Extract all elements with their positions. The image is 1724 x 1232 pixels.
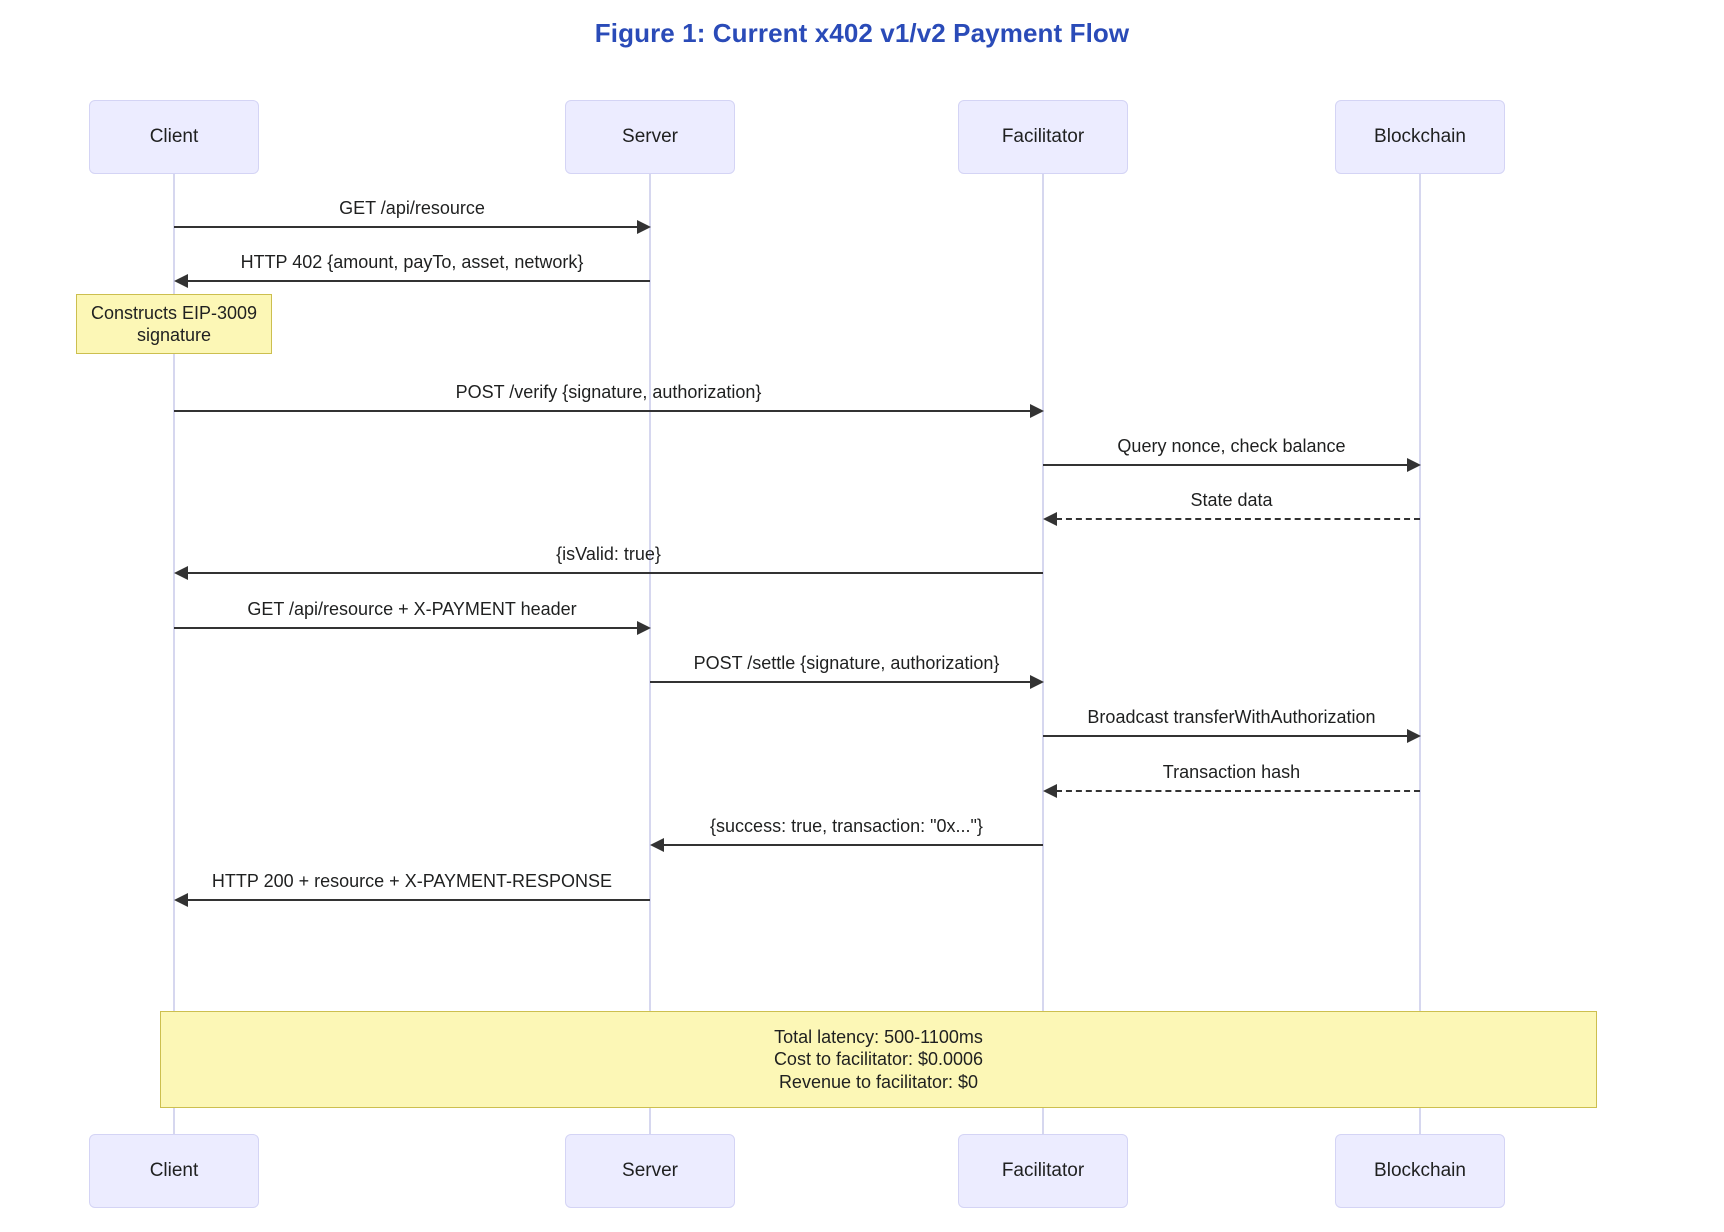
- participant-client-bottom[interactable]: Client: [89, 1134, 259, 1208]
- message-line-m8: [650, 681, 1030, 683]
- participant-label: Server: [622, 1160, 678, 1181]
- arrowhead-m3: [1030, 404, 1044, 418]
- message-line-m11: [663, 844, 1043, 846]
- message-line-m9: [1043, 735, 1407, 737]
- participant-client-top[interactable]: Client: [89, 100, 259, 174]
- participant-label: Server: [622, 126, 678, 147]
- participant-blockchain-top[interactable]: Blockchain: [1335, 100, 1505, 174]
- arrowhead-m12: [174, 893, 188, 907]
- lifeline-facilitator: [1042, 173, 1044, 1135]
- message-label-m5: State data: [1190, 490, 1273, 510]
- arrowhead-m2: [174, 274, 188, 288]
- arrowhead-m11: [650, 838, 664, 852]
- message-label-m6: {isValid: true}: [556, 544, 661, 564]
- message-line-m5: [1056, 518, 1420, 520]
- message-line-m1: [174, 226, 637, 228]
- message-line-m6: [187, 572, 1043, 574]
- participant-label: Blockchain: [1374, 1160, 1466, 1181]
- lifeline-client: [173, 173, 175, 1135]
- message-line-m3: [174, 410, 1030, 412]
- participant-server-top[interactable]: Server: [565, 100, 735, 174]
- participant-label: Client: [149, 126, 199, 147]
- participant-server-bottom[interactable]: Server: [565, 1134, 735, 1208]
- message-label-m1: GET /api/resource: [339, 198, 485, 218]
- message-label-m10: Transaction hash: [1162, 762, 1301, 782]
- message-line-m12: [187, 899, 650, 901]
- page-title: Figure 1: Current x402 v1/v2 Payment Flo…: [594, 18, 1130, 48]
- message-label-m12: HTTP 200 + resource + X-PAYMENT-RESPONSE: [211, 871, 613, 891]
- message-line-m4: [1043, 464, 1407, 466]
- participant-label: Blockchain: [1374, 126, 1466, 147]
- message-label-m7: GET /api/resource + X-PAYMENT header: [247, 599, 577, 619]
- message-label-m9: Broadcast transferWithAuthorization: [1087, 707, 1376, 727]
- arrowhead-m9: [1407, 729, 1421, 743]
- arrowhead-m4: [1407, 458, 1421, 472]
- arrowhead-m5: [1043, 512, 1057, 526]
- note-text-line: Total latency: 500-1100ms: [774, 1026, 983, 1047]
- message-line-m10: [1056, 790, 1420, 792]
- participant-blockchain-bottom[interactable]: Blockchain: [1335, 1134, 1505, 1208]
- note-text-line: Revenue to facilitator: $0: [778, 1071, 979, 1092]
- participant-label: Facilitator: [1001, 1160, 1085, 1181]
- lifeline-blockchain: [1419, 173, 1421, 1135]
- arrowhead-m7: [637, 621, 651, 635]
- participant-label: Facilitator: [1001, 126, 1085, 147]
- note-text-line: Cost to facilitator: $0.0006: [773, 1049, 984, 1070]
- arrowhead-m1: [637, 220, 651, 234]
- message-line-m2: [187, 280, 650, 282]
- note-text-line: signature: [136, 325, 212, 345]
- arrowhead-m10: [1043, 784, 1057, 798]
- note-text-line: Constructs EIP-3009: [90, 302, 258, 323]
- message-line-m7: [174, 627, 637, 629]
- arrowhead-m6: [174, 566, 188, 580]
- message-label-m11: {success: true, transaction: "0x..."}: [710, 816, 983, 836]
- lifeline-server: [649, 173, 651, 1135]
- participant-label: Client: [149, 1160, 199, 1181]
- message-label-m4: Query nonce, check balance: [1117, 436, 1346, 456]
- participant-facilitator-bottom[interactable]: Facilitator: [958, 1134, 1128, 1208]
- message-label-m2: HTTP 402 {amount, payTo, asset, network}: [240, 252, 584, 272]
- participant-facilitator-top[interactable]: Facilitator: [958, 100, 1128, 174]
- message-label-m3: POST /verify {signature, authorization}: [455, 382, 762, 402]
- message-label-m8: POST /settle {signature, authorization}: [693, 653, 1000, 673]
- arrowhead-m8: [1030, 675, 1044, 689]
